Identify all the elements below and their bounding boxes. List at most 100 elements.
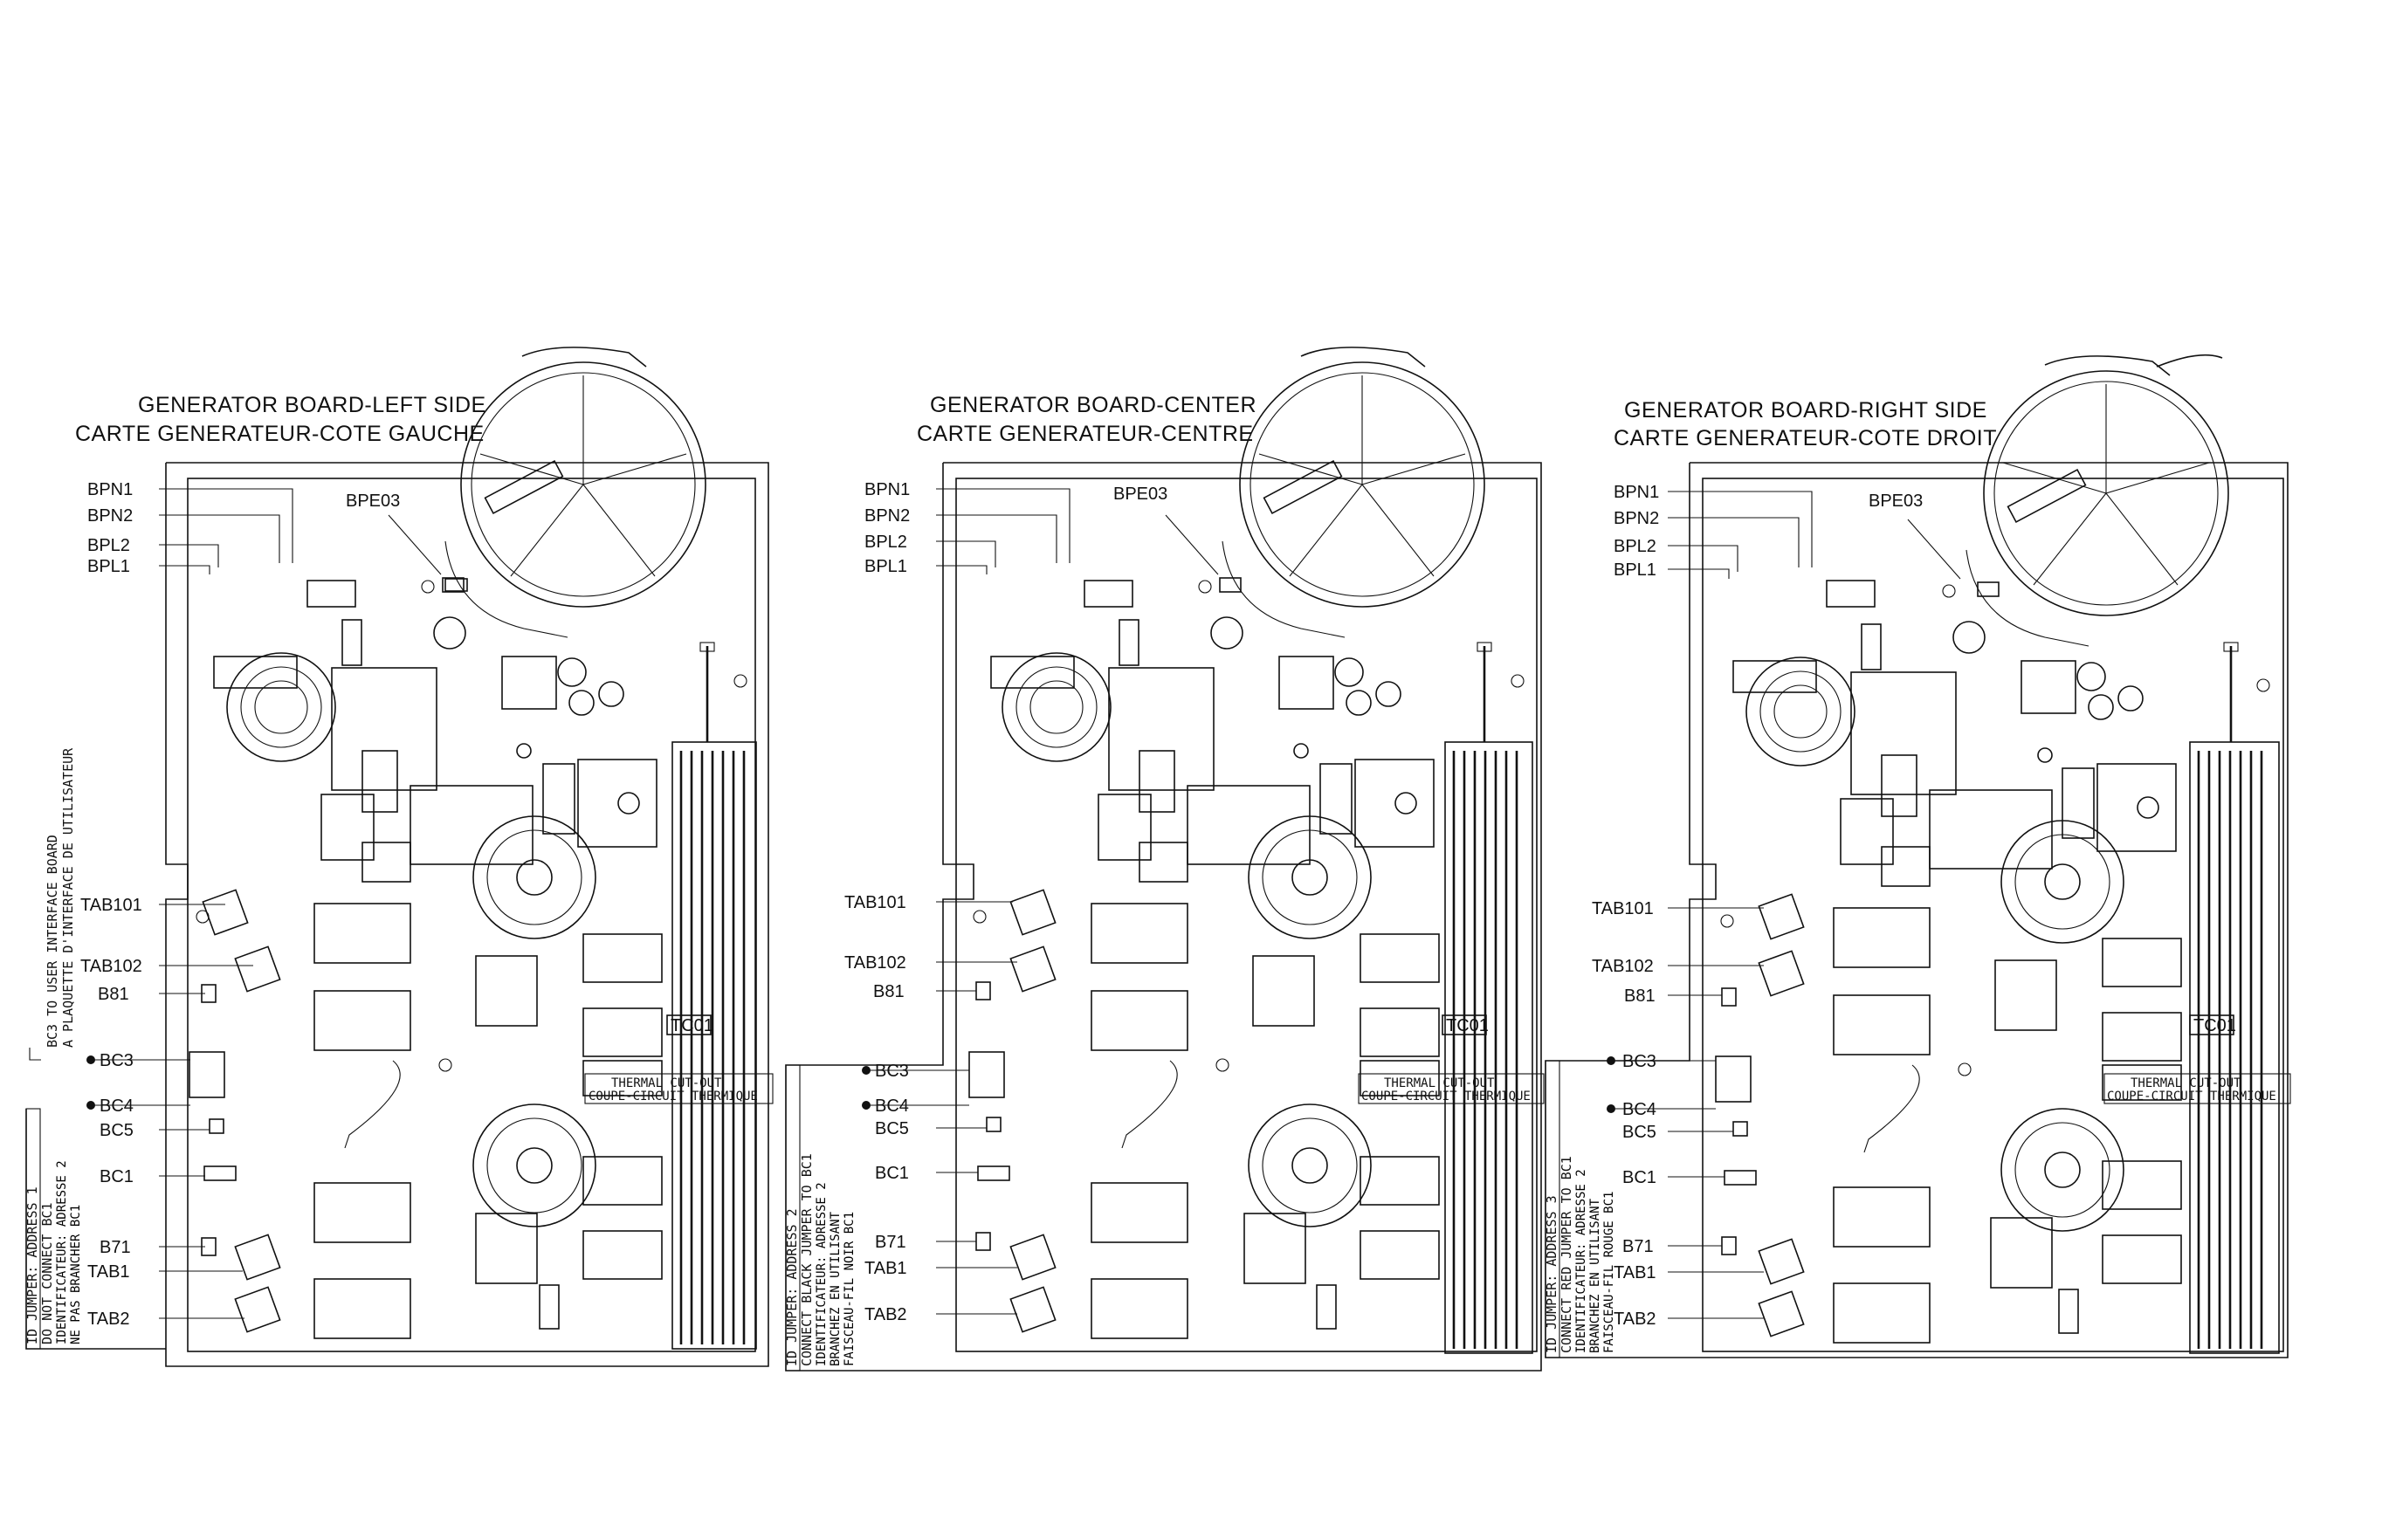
panel-right-title-en: GENERATOR BOARD-RIGHT SIDE — [1624, 398, 1987, 423]
board-outline — [785, 462, 1542, 1372]
label-tab2: TAB2 — [87, 1310, 130, 1329]
jumper-note-line2: DO NOT CONNECT BC1 — [39, 1202, 55, 1344]
pcb-outline — [955, 478, 1538, 1352]
label-tab2: TAB2 — [864, 1305, 907, 1324]
tab102-terminal — [1758, 950, 1805, 997]
label-tc01: TC01 — [671, 1016, 713, 1035]
cooling-fan — [444, 347, 706, 638]
pcb-components — [973, 580, 1525, 1339]
bpe03-connector — [1219, 577, 1242, 593]
thermal-cutout-en: THERMAL CUT-OUT — [611, 1076, 722, 1090]
thermal-cutout-box — [584, 1073, 774, 1104]
connectors — [968, 577, 1242, 1333]
label-tab2: TAB2 — [1614, 1310, 1656, 1329]
b71-connector — [975, 1232, 991, 1251]
toroid-coil-upper-left — [1002, 652, 1112, 762]
cooling-fan — [1222, 347, 1485, 638]
label-tc01: TC01 — [1446, 1016, 1489, 1035]
thermal-cutout-en: THERMAL CUT-OUT — [2131, 1076, 2241, 1090]
interface-note-line1: BC3 TO USER INTERFACE BOARD — [45, 835, 60, 1048]
panel-left-title-en: GENERATOR BOARD-LEFT SIDE — [138, 393, 486, 417]
jumper-note-line4: BRANCHEZ EN UTILISANT — [829, 1211, 843, 1366]
label-bpl1: BPL1 — [87, 557, 130, 576]
jumper-note-line5: FAISCEAU-FIL NOIR BC1 — [843, 1212, 857, 1366]
bpe03-connector — [1977, 581, 2000, 597]
pcb-components — [196, 578, 747, 1339]
label-bpn2: BPN2 — [1614, 509, 1659, 528]
label-bpl2: BPL2 — [87, 536, 130, 555]
pcb-outline — [1702, 478, 2284, 1352]
jumper-note-line2: CONNECT RED JUMPER TO BC1 — [1559, 1156, 1574, 1353]
label-bpn1: BPN1 — [1614, 483, 1659, 502]
label-tab102: TAB102 — [844, 953, 906, 973]
thermal-cutout-fr: COUPE-CIRCUIT THERMIQUE — [589, 1090, 758, 1103]
heatsink — [1444, 642, 1533, 1354]
thermal-cutout-fr: COUPE-CIRCUIT THERMIQUE — [1361, 1090, 1531, 1103]
pcb-outline — [187, 478, 756, 1352]
tab101-terminal — [1758, 893, 1805, 940]
toroid-coil-upper-left — [226, 652, 336, 762]
callout-lines — [862, 488, 1219, 1315]
tab102-terminal — [234, 945, 281, 993]
thermal-cutout-box — [1358, 1073, 1545, 1104]
tab2-terminal — [1009, 1286, 1057, 1333]
board-outline — [1545, 462, 2289, 1358]
tc01-box — [1442, 1014, 1487, 1035]
toroid-coil-mid — [472, 815, 596, 939]
toroid-coil-mid — [2000, 820, 2124, 944]
label-bc1: BC1 — [875, 1164, 909, 1183]
label-bc1: BC1 — [100, 1167, 134, 1186]
label-bpe03: BPE03 — [1113, 485, 1167, 504]
label-bc5: BC5 — [1622, 1123, 1656, 1142]
interface-note-line2: A PLAQUETTE D'INTERFACE DE UTILISATEUR — [60, 747, 76, 1048]
label-bpn2: BPN2 — [864, 506, 910, 526]
tab1-terminal — [1009, 1234, 1057, 1281]
tab102-terminal — [1009, 945, 1057, 993]
bc5-connector — [209, 1118, 224, 1134]
callout-lines — [29, 488, 442, 1319]
label-b71: B71 — [1622, 1237, 1654, 1256]
jumper-note-line4: BRANCHEZ EN UTILISANT — [1588, 1198, 1602, 1353]
panel-left: GENERATOR BOARD-LEFT SIDE CARTE GENERATE… — [24, 347, 774, 1367]
callout-lines — [1607, 491, 1961, 1319]
heatsink — [2189, 642, 2280, 1354]
label-bpn1: BPN1 — [87, 480, 133, 499]
panel-center-title-en: GENERATOR BOARD-CENTER — [930, 393, 1256, 417]
toroid-coil-lower — [472, 1103, 596, 1227]
jumper-note-line1: ID JUMPER: ADDRESS 1 — [24, 1186, 40, 1344]
label-tab1: TAB1 — [87, 1262, 130, 1282]
bc1-connector — [977, 1165, 1010, 1181]
toroid-coil-upper-left — [1745, 657, 1855, 767]
label-bpl2: BPL2 — [864, 533, 907, 552]
jumper-note-line1: ID JUMPER: ADDRESS 3 — [1544, 1195, 1559, 1353]
bc3-bc4-connector — [968, 1051, 1005, 1098]
bpe03-connector — [442, 577, 465, 593]
tab101-terminal — [1009, 889, 1057, 936]
label-b81: B81 — [1624, 987, 1656, 1006]
label-bpe03: BPE03 — [1869, 492, 1923, 511]
panel-right: GENERATOR BOARD-RIGHT SIDE CARTE GENERAT… — [1544, 354, 2291, 1358]
jumper-frame — [1545, 1060, 1560, 1358]
panel-center-title-fr: CARTE GENERATEUR-CENTRE — [917, 422, 1254, 446]
tab101-terminal — [202, 889, 249, 936]
jumper-frame — [25, 1108, 41, 1350]
label-bpl1: BPL1 — [864, 557, 907, 576]
label-bpe03: BPE03 — [346, 492, 400, 511]
label-bc3: BC3 — [1622, 1052, 1656, 1071]
bc3-bc4-connector — [1715, 1055, 1752, 1103]
jumper-note-line3: IDENTIFICATEUR: ADRESSE 2 — [55, 1160, 69, 1344]
label-bc4: BC4 — [875, 1097, 909, 1116]
pcb-components — [1720, 580, 2270, 1344]
label-tab102: TAB102 — [1592, 957, 1654, 976]
label-tab1: TAB1 — [1614, 1263, 1656, 1282]
label-bpn1: BPN1 — [864, 480, 910, 499]
thermal-cutout-en: THERMAL CUT-OUT — [1384, 1076, 1495, 1090]
bc5-connector — [1732, 1121, 1748, 1137]
jumper-note-line5: FAISCEAU-FIL ROUGE BC1 — [1602, 1192, 1616, 1353]
jumper-note-line3: IDENTIFICATEUR: ADRESSE 2 — [1574, 1169, 1588, 1353]
jumper-note-line1: ID JUMPER: ADDRESS 2 — [784, 1208, 800, 1366]
b81-connector — [975, 981, 991, 1000]
label-tab1: TAB1 — [864, 1259, 907, 1278]
label-bpl1: BPL1 — [1614, 560, 1656, 580]
